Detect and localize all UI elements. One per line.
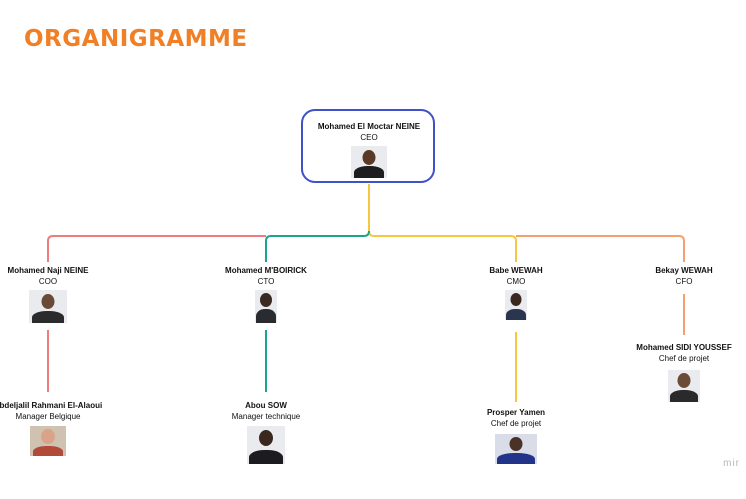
node-manager-technique[interactable]: Abou SOW Manager technique xyxy=(186,400,346,464)
node-name: Abou SOW xyxy=(245,401,287,410)
node-name: Mohamed M'BOIRICK xyxy=(225,266,307,275)
connector-ceo-cfo xyxy=(516,235,685,262)
node-manager-belgique[interactable]: Abdeljalil Rahmani El-Alaoui Manager Bel… xyxy=(0,400,128,456)
node-name: Mohamed SIDI YOUSSEF xyxy=(636,343,732,352)
connector-ceo-down xyxy=(368,184,517,262)
avatar xyxy=(30,426,66,456)
node-role: CTO xyxy=(257,277,275,286)
node-role: Manager technique xyxy=(231,412,301,421)
avatar xyxy=(495,434,537,464)
node-chef-projet-youssef[interactable]: Mohamed SIDI YOUSSEF Chef de projet xyxy=(604,342,746,402)
page-title: ORGANIGRAMME xyxy=(24,26,248,52)
node-role: CMO xyxy=(506,277,526,286)
avatar xyxy=(351,146,387,178)
node-name: Babe WEWAH xyxy=(489,266,543,275)
node-cfo[interactable]: Bekay WEWAH CFO xyxy=(604,265,746,287)
node-role: Chef de projet xyxy=(658,354,710,363)
node-coo[interactable]: Mohamed Naji NEINE COO xyxy=(0,265,128,323)
watermark: mir xyxy=(723,458,740,469)
node-ceo[interactable]: Mohamed El Moctar NEINE CEO xyxy=(289,121,449,178)
node-name: Mohamed El Moctar NEINE xyxy=(317,122,421,131)
connector-ceo-coo xyxy=(47,235,266,262)
avatar xyxy=(505,290,527,320)
connector-ceo-cto xyxy=(265,230,370,262)
avatar xyxy=(29,290,67,323)
node-role: Manager Belgique xyxy=(15,412,81,421)
node-name: Bekay WEWAH xyxy=(655,266,713,275)
node-role: CFO xyxy=(675,277,693,286)
node-name: Abdeljalil Rahmani El-Alaoui xyxy=(0,401,103,410)
node-role: CEO xyxy=(360,133,378,142)
avatar xyxy=(255,290,277,323)
node-role: COO xyxy=(38,277,58,286)
node-role: Chef de projet xyxy=(490,419,542,428)
node-name: Prosper Yamen xyxy=(486,408,546,417)
node-name: Mohamed Naji NEINE xyxy=(7,266,89,275)
node-cto[interactable]: Mohamed M'BOIRICK CTO xyxy=(186,265,346,323)
avatar xyxy=(668,370,700,402)
avatar xyxy=(247,426,285,464)
node-cmo[interactable]: Babe WEWAH CMO xyxy=(436,265,596,320)
node-chef-projet-yamen[interactable]: Prosper Yamen Chef de projet xyxy=(436,407,596,464)
